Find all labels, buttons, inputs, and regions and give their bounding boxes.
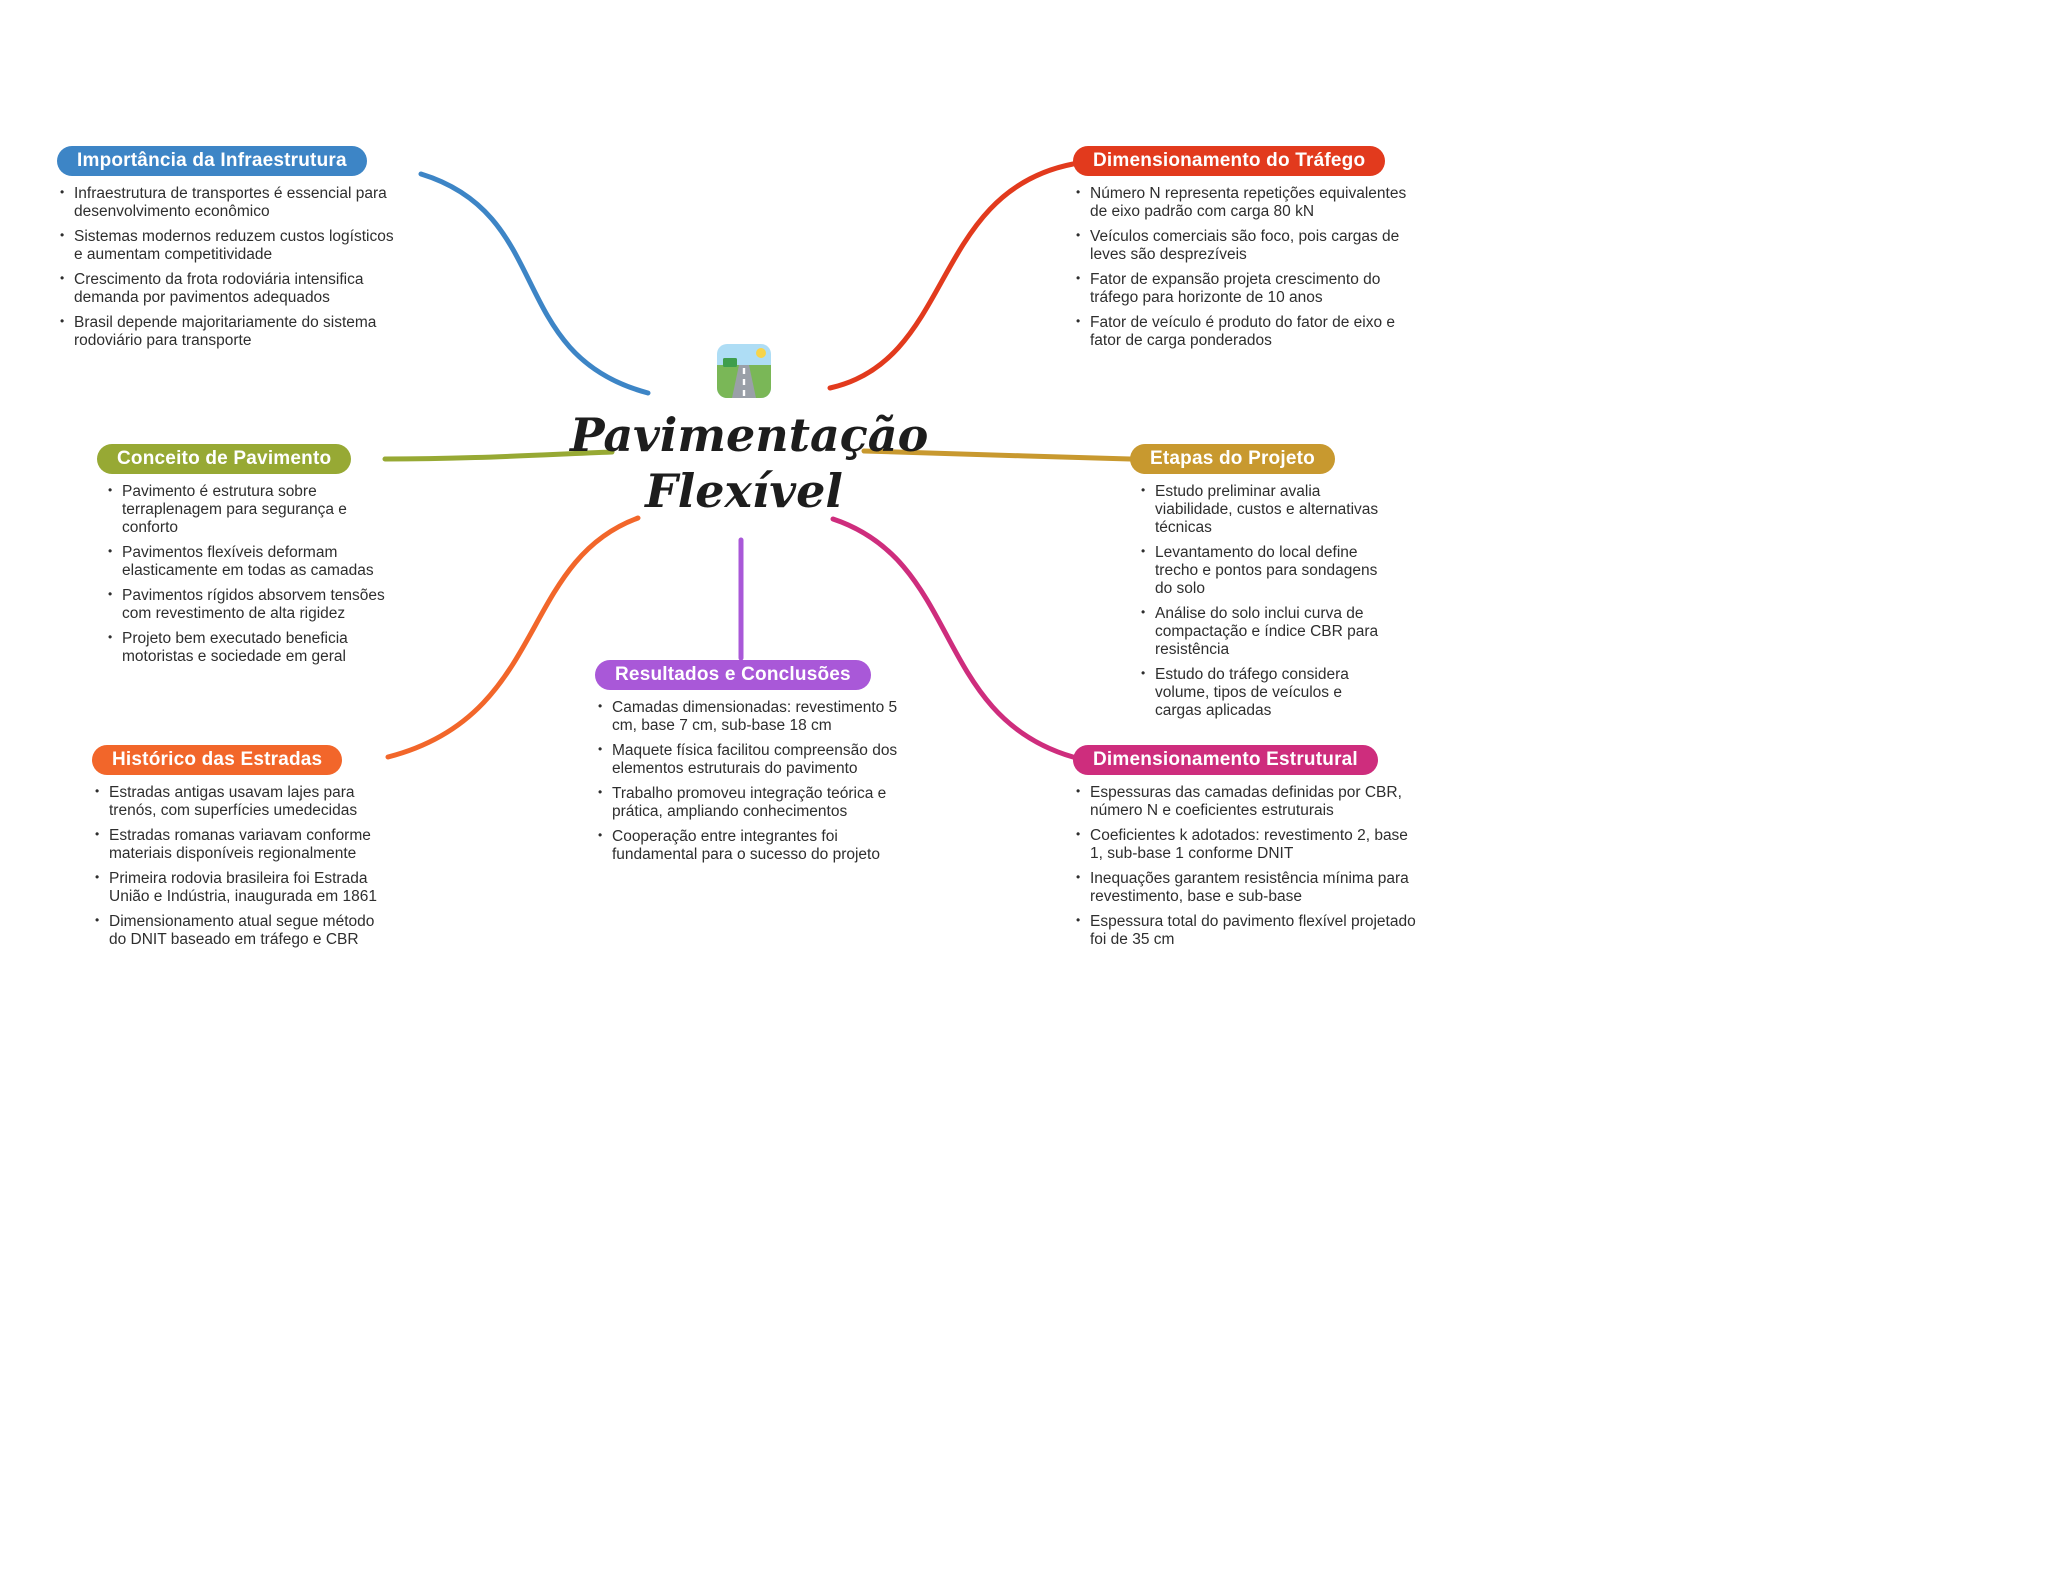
list-item: Estradas romanas variavam conforme mater… [92, 827, 392, 863]
branch-importancia-da-infraestrutura: Importância da Infraestrutura Infraestru… [57, 146, 402, 357]
center-title-line2: Flexível [645, 464, 843, 518]
list-item: Pavimentos rígidos absorvem tensões com … [105, 587, 397, 623]
center-title-line1: Pavimentação [570, 408, 929, 462]
branch-dimensionamento-do-trafego: Dimensionamento do Tráfego Número N repr… [1073, 146, 1413, 357]
list-item: Fator de veículo é produto do fator de e… [1073, 314, 1413, 350]
branch-items-etapas: Estudo preliminar avalia viabilidade, cu… [1138, 483, 1388, 720]
list-item: Camadas dimensionadas: revestimento 5 cm… [595, 699, 910, 735]
branch-historico-das-estradas: Histórico das Estradas Estradas antigas … [92, 745, 392, 956]
branch-title-resultados[interactable]: Resultados e Conclusões [595, 660, 871, 690]
center-topic[interactable]: Pavimentação Flexível [570, 344, 929, 519]
list-item: Trabalho promoveu integração teórica e p… [595, 785, 910, 821]
list-item: Estudo preliminar avalia viabilidade, cu… [1138, 483, 1388, 537]
branch-title-etapas[interactable]: Etapas do Projeto [1130, 444, 1335, 474]
branch-title-conceito[interactable]: Conceito de Pavimento [97, 444, 352, 474]
list-item: Projeto bem executado beneficia motorist… [105, 630, 397, 666]
list-item: Número N representa repetições equivalen… [1073, 185, 1413, 221]
branch-items-trafego: Número N representa repetições equivalen… [1073, 185, 1413, 350]
list-item: Dimensionamento atual segue método do DN… [92, 913, 392, 949]
branch-title-historico[interactable]: Histórico das Estradas [92, 745, 343, 775]
list-item: Coeficientes k adotados: revestimento 2,… [1073, 827, 1425, 863]
highway-icon [717, 344, 771, 398]
branch-resultados-e-conclusoes: Resultados e Conclusões Camadas dimensio… [595, 660, 910, 871]
branch-etapas-do-projeto: Etapas do Projeto Estudo preliminar aval… [1130, 444, 1388, 727]
list-item: Pavimento é estrutura sobre terraplenage… [105, 483, 397, 537]
connector-importancia [418, 171, 651, 396]
list-item: Estudo do tráfego considera volume, tipo… [1138, 666, 1388, 720]
list-item: Crescimento da frota rodoviária intensif… [57, 271, 402, 307]
list-item: Sistemas modernos reduzem custos logísti… [57, 228, 402, 264]
connector-etapas [861, 448, 1133, 462]
branch-title-importancia[interactable]: Importância da Infraestrutura [57, 146, 367, 176]
connector-conceito [382, 449, 615, 462]
branch-conceito-de-pavimento: Conceito de Pavimento Pavimento é estrut… [97, 444, 397, 673]
list-item: Espessura total do pavimento flexível pr… [1073, 913, 1425, 949]
list-item: Análise do solo inclui curva de compacta… [1138, 605, 1388, 659]
list-item: Primeira rodovia brasileira foi Estrada … [92, 870, 392, 906]
list-item: Espessuras das camadas definidas por CBR… [1073, 784, 1425, 820]
connector-historico [385, 515, 641, 760]
branch-dimensionamento-estrutural: Dimensionamento Estrutural Espessuras da… [1073, 745, 1425, 956]
list-item: Pavimentos flexíveis deformam elasticame… [105, 544, 397, 580]
connector-trafego [827, 161, 1076, 391]
list-item: Veículos comerciais são foco, pois carga… [1073, 228, 1413, 264]
branch-items-estrutural: Espessuras das camadas definidas por CBR… [1073, 784, 1425, 949]
list-item: Infraestrutura de transportes é essencia… [57, 185, 402, 221]
branch-title-trafego[interactable]: Dimensionamento do Tráfego [1073, 146, 1386, 176]
list-item: Estradas antigas usavam lajes para trenó… [92, 784, 392, 820]
list-item: Maquete física facilitou compreensão dos… [595, 742, 910, 778]
list-item: Fator de expansão projeta crescimento do… [1073, 271, 1413, 307]
list-item: Levantamento do local define trecho e po… [1138, 544, 1388, 598]
branch-items-importancia: Infraestrutura de transportes é essencia… [57, 185, 402, 350]
list-item: Inequações garantem resistência mínima p… [1073, 870, 1425, 906]
branch-items-resultados: Camadas dimensionadas: revestimento 5 cm… [595, 699, 910, 864]
branch-title-estrutural[interactable]: Dimensionamento Estrutural [1073, 745, 1378, 775]
center-title: Pavimentação Flexível [570, 407, 929, 519]
list-item: Brasil depende majoritariamente do siste… [57, 314, 402, 350]
connector-estrutural [830, 516, 1076, 760]
branch-items-conceito: Pavimento é estrutura sobre terraplenage… [105, 483, 397, 666]
branch-items-historico: Estradas antigas usavam lajes para trenó… [92, 784, 392, 949]
list-item: Cooperação entre integrantes foi fundame… [595, 828, 910, 864]
